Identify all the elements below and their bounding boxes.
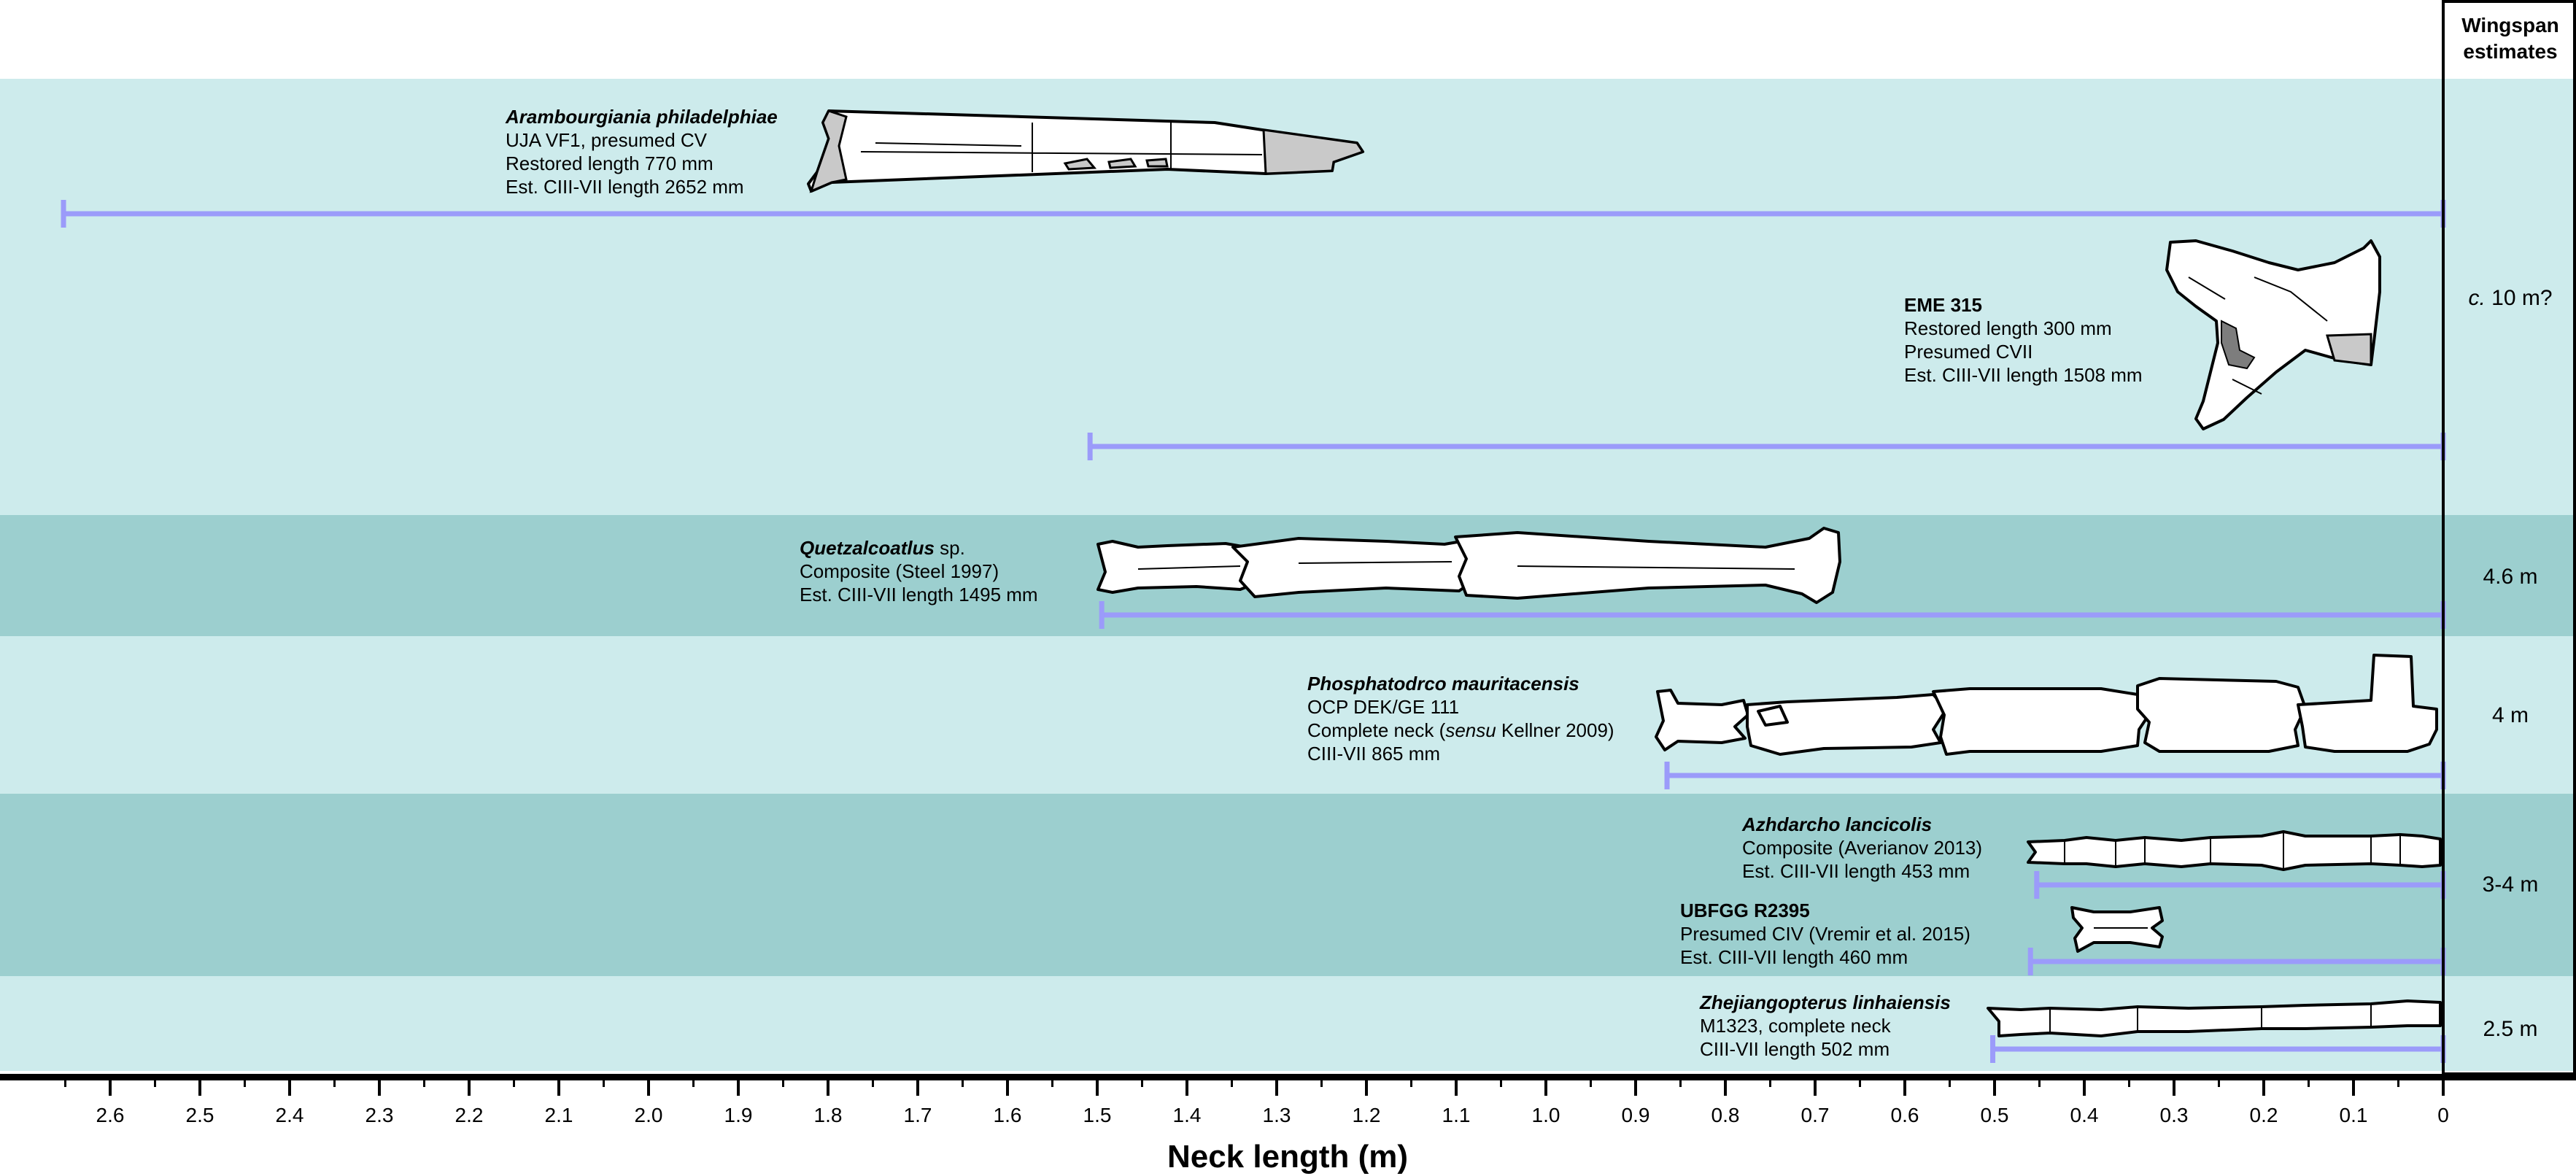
specimen-line-4-2: Complete neck (sensu Kellner 2009) [1307,719,1614,741]
x-tick-label-4: 2.3 [365,1104,394,1126]
specimen-title-2: EME 315 [1904,294,1982,316]
specimen-line-6-2: Est. CIII-VII length 460 mm [1680,946,1908,968]
x-tick-label-22: 0.5 [1981,1104,2009,1126]
wingspan-value-5: 2.5 m [2483,1017,2537,1041]
specimen-line-4-3: CIII-VII 865 mm [1307,743,1440,765]
specimen-line-5-2: Est. CIII-VII length 453 mm [1742,860,1970,882]
specimen-title-3: Quetzalcoatlus sp. [800,537,965,559]
x-tick-label-2: 2.5 [186,1104,214,1126]
x-tick-label-27: 0 [2437,1104,2449,1126]
wingspan-value-1: c. 10 m? [2468,286,2552,310]
bone-phosphatodrco-4-icon [2136,677,2307,753]
x-tick-label-1: 2.6 [96,1104,125,1126]
specimen-line-7-1: M1323, complete neck [1700,1015,1892,1037]
specimen-line-2-1: Restored length 300 mm [1904,317,2112,339]
x-tick-label-13: 1.4 [1173,1104,1202,1126]
x-tick-label-23: 0.4 [2070,1104,2099,1126]
bone-zhejiangopterus-joints-icon [2049,1004,2372,1033]
wingspan-value-4: 3-4 m [2483,873,2539,897]
x-tick-label-14: 1.3 [1263,1104,1291,1126]
wingspan-header-line-1: Wingspan [2461,14,2559,36]
bone-quetzalcoatlus-b-icon [1231,537,1482,598]
specimen-line-2-3: Est. CIII-VII length 1508 mm [1904,364,2143,386]
bone-arambourgiania-lines-icon [860,123,1263,172]
specimen-title-7: Zhejiangopterus linhaiensis [1699,991,1951,1013]
specimen-line-4-1: OCP DEK/GE 111 [1307,696,1459,718]
bone-phosphatodrco-2-icon [1746,693,1948,756]
bone-phosphatodrco-chip-icon [1757,705,1789,727]
x-tick-label-15: 1.2 [1353,1104,1381,1126]
x-tick-label-26: 0.1 [2340,1104,2368,1126]
x-tick-label-17: 1.0 [1532,1104,1560,1126]
x-tick-label-3: 2.4 [276,1104,304,1126]
bone-eme315-dark-icon [2221,320,2256,370]
bone-quetzalcoatlus-c-icon [1454,527,1841,604]
x-tick-label-8: 1.9 [724,1104,753,1126]
x-tick-label-5: 2.2 [455,1104,484,1126]
specimen-line-1-3: Est. CIII-VII length 2652 mm [506,176,744,198]
x-tick-label-16: 1.1 [1442,1104,1471,1126]
bone-arambourgiania-fragments-icon [1063,158,1169,171]
wingspan-value-3: 4 m [2492,703,2529,727]
bone-arambourgiania-cap-icon [1262,128,1365,175]
bone-phosphatodrco-5-icon [2297,654,2438,753]
specimen-title-4: Phosphatodrco mauritacensis [1307,673,1579,695]
x-tick-label-21: 0.6 [1891,1104,1919,1126]
bone-eme315-lines-icon [2188,276,2328,395]
specimen-line-3-1: Composite (Steel 1997) [800,560,999,582]
specimen-title-1: Arambourgiania philadelphiae [505,106,778,128]
x-tick-label-10: 1.7 [904,1104,932,1126]
x-tick-label-20: 0.7 [1801,1104,1830,1126]
x-tick-label-18: 0.9 [1622,1104,1650,1126]
bone-phosphatodrco-1-icon [1655,689,1749,751]
bone-eme315-icon [2165,239,2381,430]
bone-azhdarcho-icon [2027,830,2442,871]
x-tick-label-25: 0.2 [2250,1104,2278,1126]
specimen-title-5: Azhdarcho lancicolis [1741,813,1932,835]
bone-phosphatodrco-3-icon [1932,687,2152,756]
x-tick-label-19: 0.8 [1711,1104,1740,1126]
specimen-line-5-1: Composite (Averianov 2013) [1742,837,1982,859]
wingspan-value-2: 4.6 m [2483,565,2537,589]
x-axis-title: Neck length (m) [1167,1139,1408,1175]
specimen-line-2-2: Presumed CVII [1904,341,2032,363]
specimen-line-7-2: CIII-VII length 502 mm [1700,1038,1890,1060]
x-tick-label-9: 1.8 [814,1104,843,1126]
x-tick-label-12: 1.5 [1083,1104,1112,1126]
x-tick-label-24: 0.3 [2160,1104,2189,1126]
x-tick-label-7: 2.0 [635,1104,663,1126]
range-bars [61,200,2446,1063]
bone-quetzalcoatlus-lines-icon [1137,561,1795,570]
specimen-title-6: UBFGG R2395 [1680,900,1810,921]
bone-azhdarcho-joints-icon [2064,832,2401,870]
x-tick-label-6: 2.1 [545,1104,573,1126]
x-axis-line [0,1074,2576,1080]
bone-ubfgg-icon [2070,906,2164,953]
specimen-line-1-2: Restored length 770 mm [506,152,713,174]
bone-zhejiangopterus-icon [1987,999,2442,1037]
specimen-line-3-2: Est. CIII-VII length 1495 mm [800,584,1038,606]
wingspan-header-line-2: estimates [2463,40,2557,63]
x-tick-label-11: 1.6 [994,1104,1022,1126]
specimen-line-1-1: UJA VF1, presumed CV [506,129,708,151]
specimen-line-6-1: Presumed CIV (Vremir et al. 2015) [1680,923,1970,945]
bone-arambourgiania-condyle-icon [809,109,848,193]
x-axis: 2.6 2.5 2.4 2.3 2.2 2.1 2.0 1.9 1.8 1.7 1.6 1.5 1.4 1… [0,1074,2576,1175]
bone-eme315-grey-icon [2326,333,2372,366]
vertebra-illustrations [807,109,2442,1037]
